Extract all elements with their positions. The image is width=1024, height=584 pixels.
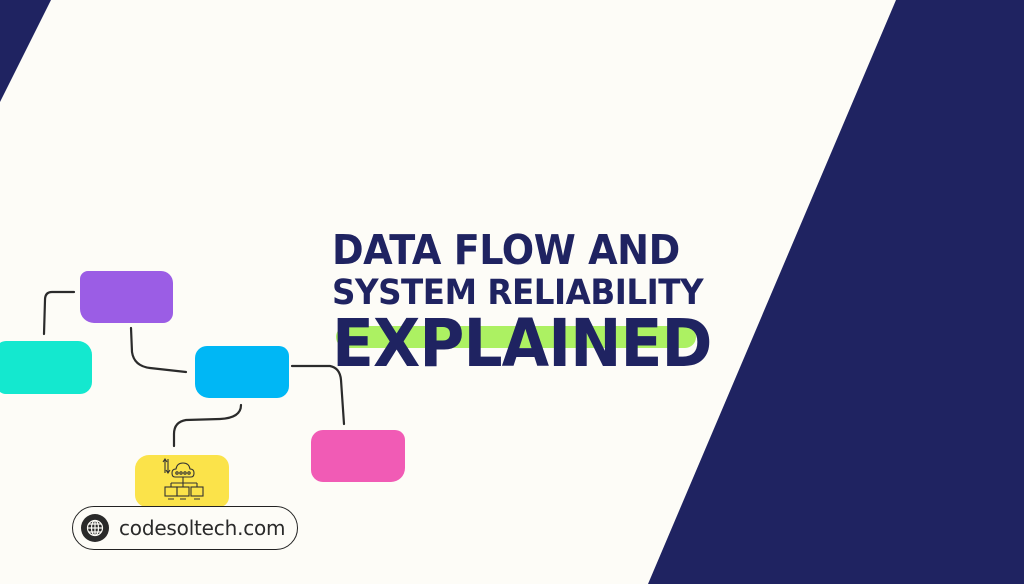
title-line-1: DATA FLOW AND	[332, 226, 680, 274]
purple-node	[80, 271, 173, 323]
yellow-node	[135, 455, 229, 507]
website-label: codesoltech.com	[119, 516, 286, 540]
blue-node	[195, 346, 289, 398]
title-highlight-bar	[336, 326, 696, 348]
pink-node	[311, 430, 405, 482]
title-line-2: SYSTEM RELIABILITY	[332, 273, 704, 313]
top-left-navy-triangle	[0, 0, 51, 102]
globe-icon	[81, 514, 109, 542]
website-link[interactable]: codesoltech.com	[72, 506, 298, 550]
cloud-network-icon	[162, 458, 204, 500]
teal-node	[0, 341, 92, 394]
right-navy-panel	[648, 0, 1024, 584]
connector-purple-blue	[129, 326, 188, 374]
title-line-3: EXPLAINED	[332, 305, 713, 382]
connector-blue-yellow	[172, 403, 243, 448]
connector-blue-pink	[290, 364, 346, 426]
connector-purple-teal	[42, 290, 76, 336]
